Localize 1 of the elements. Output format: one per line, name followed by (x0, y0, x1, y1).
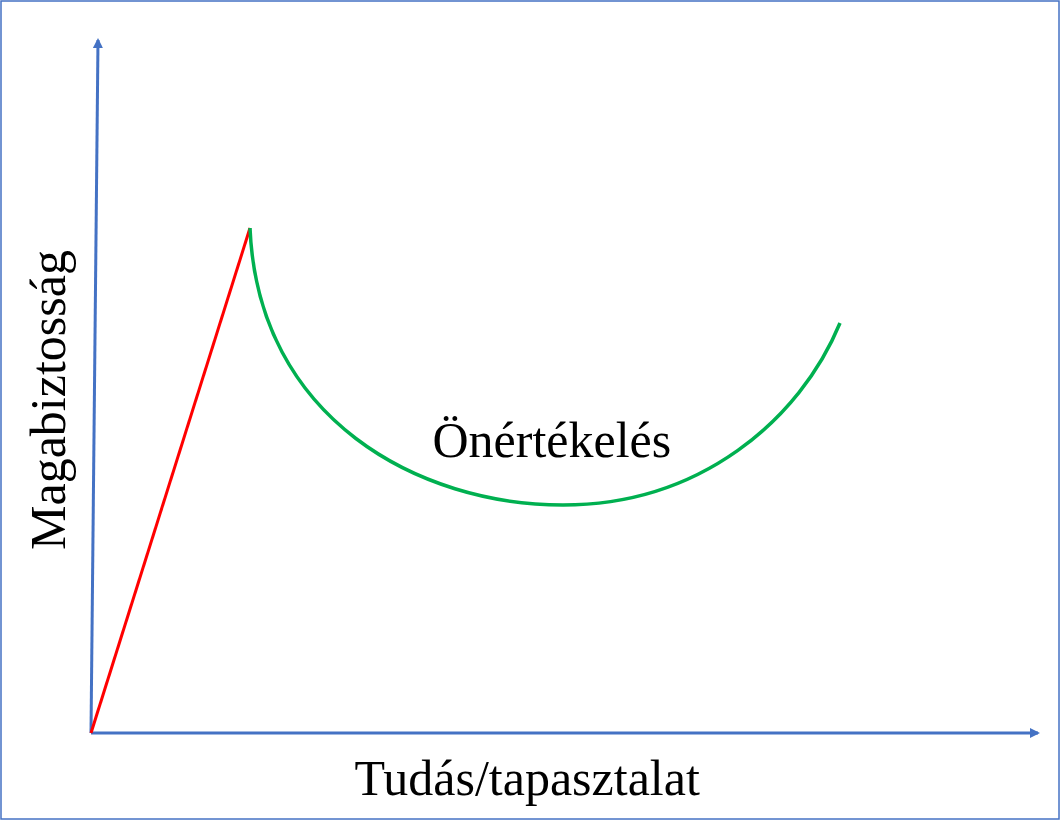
curve-label: Önértékelés (432, 415, 672, 465)
